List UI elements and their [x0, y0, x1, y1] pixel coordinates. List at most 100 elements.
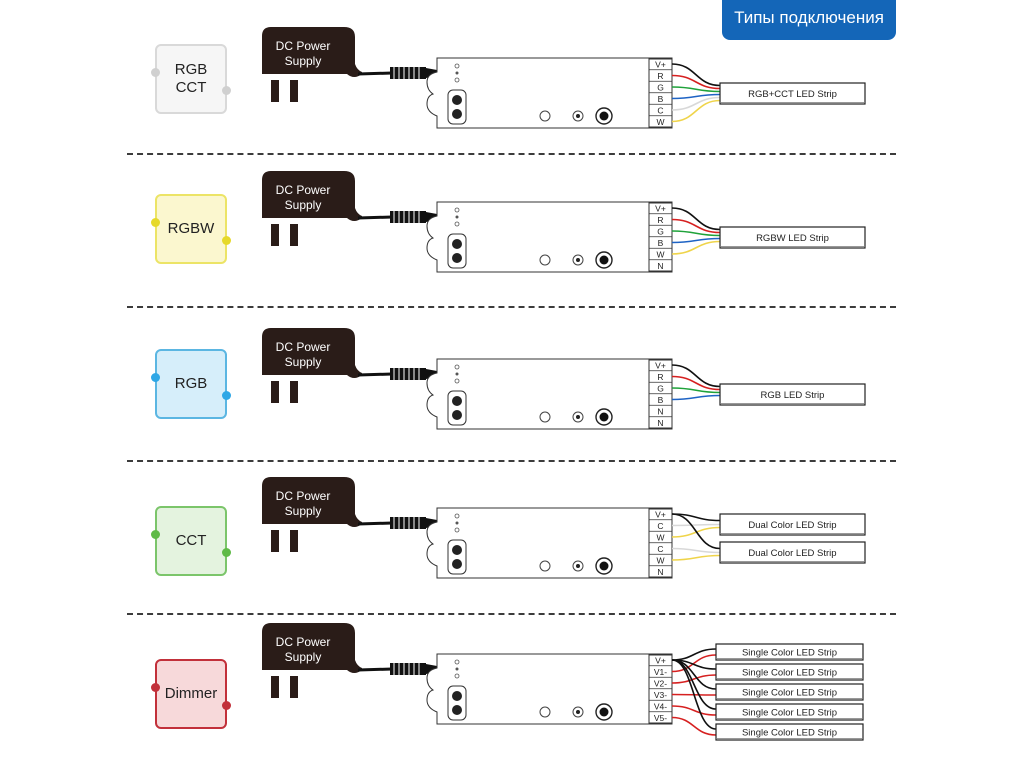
polarity-mark	[454, 527, 460, 533]
wire	[671, 705, 717, 716]
mode-dot	[151, 530, 160, 539]
connection-types-badge: Типы подключения	[722, 0, 896, 40]
polarity-mark	[454, 207, 460, 213]
controller-body	[426, 201, 673, 273]
plug-prong	[271, 676, 279, 698]
terminal-label: W	[656, 117, 664, 127]
terminal-label: V+	[655, 656, 666, 666]
controller-body	[426, 57, 673, 129]
led-strip-label: Single Color LED Strip	[742, 648, 837, 659]
plug-prong	[271, 530, 279, 552]
terminal-label: G	[657, 227, 664, 237]
terminal-label: B	[658, 238, 664, 248]
indicator-button-center	[576, 415, 580, 419]
terminal-label: G	[657, 384, 664, 394]
mode-tag: Dimmer	[151, 659, 231, 729]
terminal-label: V+	[655, 204, 666, 214]
wire	[671, 63, 721, 87]
terminal-label: W	[656, 250, 664, 260]
terminal-label: N	[657, 418, 663, 428]
terminal-label: R	[657, 71, 663, 81]
dc-connector	[390, 211, 426, 223]
power-supply-body	[262, 27, 362, 77]
terminal-label: G	[657, 83, 664, 93]
led-strip-label: Single Color LED Strip	[742, 668, 837, 679]
wire	[671, 716, 717, 736]
dc-connector	[390, 663, 426, 675]
mode-tag: CCT	[151, 506, 231, 576]
socket-hole	[452, 691, 462, 701]
led-strip-box	[715, 643, 864, 661]
socket-hole	[452, 253, 462, 263]
mode-tag: RGB CCT	[151, 44, 231, 114]
led-strip-box	[715, 723, 864, 741]
mode-label: RGBW	[167, 220, 215, 237]
terminal-label: V4-	[654, 702, 667, 712]
mode-label: RGB CCT	[174, 61, 208, 96]
wire	[671, 93, 721, 100]
wire	[671, 96, 721, 111]
wire	[671, 99, 721, 123]
terminal-label: C	[657, 544, 663, 554]
power-supply-body	[262, 477, 362, 527]
wire	[671, 74, 721, 90]
wire	[671, 230, 721, 237]
wire	[671, 648, 717, 661]
controller-button-center	[599, 561, 609, 571]
terminal-label: C	[657, 521, 663, 531]
terminal-label: N	[657, 407, 663, 417]
plug-prong	[290, 381, 298, 403]
dc-connector	[390, 67, 426, 79]
power-supply-body	[262, 623, 362, 673]
led-strip-label: Dual Color LED Strip	[748, 520, 836, 531]
terminal-label: V5-	[654, 713, 667, 723]
polarity-mark	[454, 77, 460, 83]
wire	[671, 218, 721, 234]
terminal-label: B	[658, 94, 664, 104]
socket-hole	[452, 545, 462, 555]
led-strip-label: RGB LED Strip	[761, 390, 825, 401]
indicator-led	[539, 560, 551, 572]
led-strip-label: Dual Color LED Strip	[748, 548, 836, 559]
controller-body	[426, 507, 673, 579]
controller-body	[426, 358, 673, 430]
terminal-label: R	[657, 215, 663, 225]
plug-prong	[290, 224, 298, 246]
wire	[671, 394, 721, 401]
terminal-label: W	[656, 556, 664, 566]
led-strip-label: Single Color LED Strip	[742, 708, 837, 719]
section-separator	[127, 613, 896, 615]
dc-cable	[357, 667, 393, 672]
socket-hole	[452, 396, 462, 406]
led-strip-box	[719, 226, 866, 249]
mode-dot	[222, 701, 231, 710]
indicator-button-center	[576, 114, 580, 118]
section-separator	[127, 153, 896, 155]
terminal-label: V1-	[654, 667, 667, 677]
controller-body	[426, 653, 673, 725]
mode-label: Dimmer	[164, 685, 218, 702]
mode-tag: RGB	[151, 349, 231, 419]
power-supply-body	[262, 171, 362, 221]
wire	[671, 86, 721, 93]
polarity-mark	[454, 378, 460, 384]
wire	[671, 240, 721, 255]
mode-dot	[151, 683, 160, 692]
plug-prong	[271, 381, 279, 403]
wire	[671, 554, 721, 561]
socket-hole	[452, 705, 462, 715]
plug-prong	[271, 80, 279, 102]
mode-dot	[222, 391, 231, 400]
indicator-led	[539, 411, 551, 423]
power-supply-body	[262, 328, 362, 378]
dc-connector	[390, 517, 426, 529]
mode-tag: RGBW	[151, 194, 231, 264]
terminal-label: V+	[655, 510, 666, 520]
controller-button-center	[599, 707, 609, 717]
led-strip-label: RGB+CCT LED Strip	[748, 89, 837, 100]
